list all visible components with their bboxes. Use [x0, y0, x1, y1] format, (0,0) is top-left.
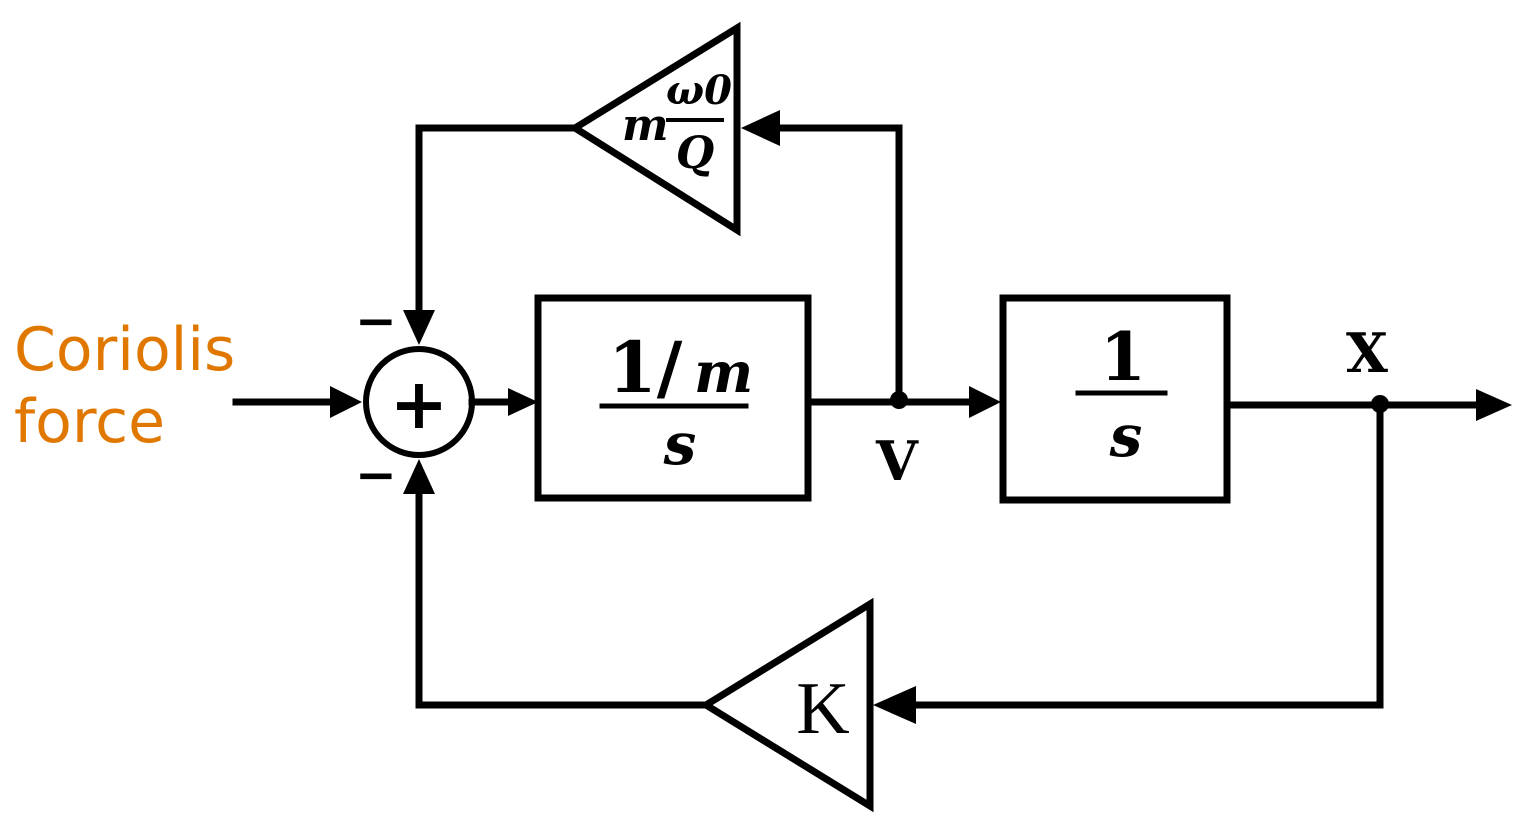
velocity-block-denominator: s [663, 410, 697, 478]
position-transfer-block [999, 294, 1231, 504]
velocity-label: V [875, 429, 919, 493]
sum-bottom-arrowhead [403, 459, 435, 494]
bottom-minus-sign: − [355, 445, 397, 504]
position-block-denominator: s [1109, 402, 1143, 470]
top-minus-sign: − [355, 291, 397, 350]
output-arrowhead [1476, 389, 1512, 421]
input-label-line2: force [14, 387, 165, 457]
velocity-transfer-block [534, 294, 812, 502]
damping-gain-prefix: m [622, 100, 669, 151]
velocity-block-numerator-var: m [694, 340, 753, 406]
damping-gain-triangle [568, 21, 741, 237]
velocity-block-arrowhead [508, 388, 538, 416]
damping-gain-numerator: ω0 [666, 67, 732, 114]
stiffness-gain-label: K [796, 668, 849, 750]
position-block-arrowhead [969, 386, 1001, 418]
stiffness-feedback-wire-from-x [906, 400, 1384, 709]
velocity-block-numerator: 1/ [608, 326, 683, 409]
damping-gain-denominator: Q [676, 128, 714, 179]
stiffness-feedback-wire-to-sum [415, 491, 710, 709]
damping-gain-input-arrowhead [741, 110, 780, 146]
sum-top-arrowhead [403, 310, 435, 345]
summing-plus-sign: + [390, 362, 449, 445]
position-label: X [1346, 321, 1388, 385]
damping-feedback-wire-to-sum [415, 124, 579, 319]
damping-feedback-wire-from-v [771, 124, 903, 404]
stiffness-gain-triangle [699, 597, 874, 813]
position-block-numerator: 1 [1100, 318, 1146, 396]
stiffness-gain-input-arrowhead [873, 686, 916, 724]
input-arrowhead [330, 386, 362, 418]
input-label-line1: Coriolis [14, 315, 235, 385]
